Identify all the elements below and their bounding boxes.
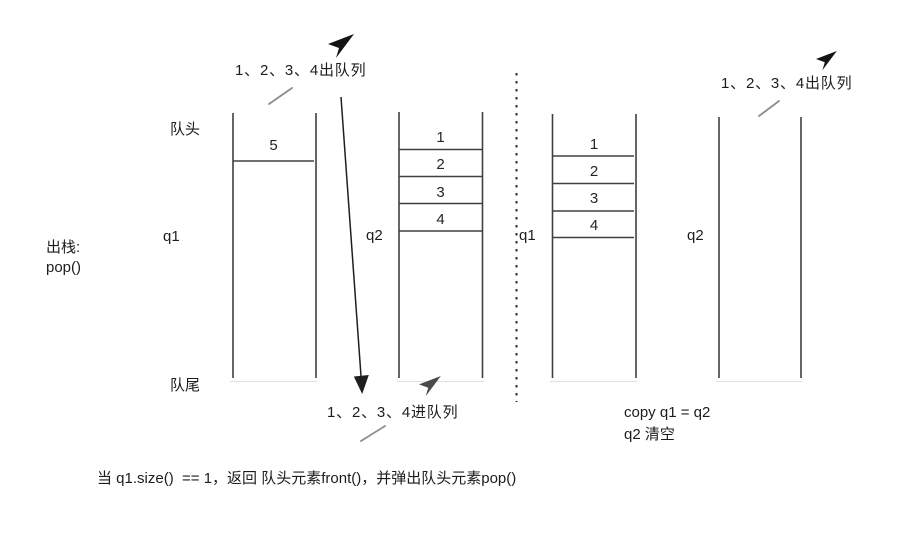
left-q2-cell-0: 1 — [436, 129, 445, 146]
dequeue-caption-left: 1、2、3、4出队列 — [235, 62, 367, 79]
left-q1-cell-0: 5 — [269, 137, 278, 154]
right-q2-outline — [718, 117, 802, 378]
transfer-arrow — [340, 96, 369, 394]
annotation-slashes — [268, 87, 780, 442]
cursor-icon-left-bottom — [419, 376, 441, 397]
left-q2-outline — [398, 112, 484, 378]
right-q1-outline — [551, 114, 637, 378]
copy-note-line1: copy q1 = q2 — [624, 404, 711, 421]
queue-tail-label: 队尾 — [170, 377, 201, 394]
left-q1-label: q1 — [163, 228, 180, 245]
right-q1-cell-1: 2 — [589, 163, 599, 180]
right-q1-label: q1 — [519, 227, 536, 244]
footer-note: 当 q1.size() == 1，返回 队头元素front()，并弹出队头元素p… — [97, 470, 517, 487]
left-q2-label: q2 — [366, 227, 383, 244]
queue-head-label: 队头 — [170, 121, 201, 138]
pop-operation-label-line2: pop() — [46, 259, 82, 276]
pop-operation-label-line1: 出栈: — [46, 239, 81, 256]
annotation-slash-left-bottom — [360, 425, 386, 442]
cursor-icon-right-top — [816, 51, 837, 71]
right-q1-cell-2: 3 — [589, 190, 599, 207]
left-q2-cell-3: 4 — [436, 211, 445, 228]
annotation-slash-left-top — [268, 87, 293, 105]
dequeue-caption-right: 1、2、3、4出队列 — [721, 75, 853, 92]
annotation-slash-right-top — [758, 100, 780, 117]
copy-note-line2: q2 清空 — [624, 426, 675, 443]
right-q1-cell-0: 1 — [589, 136, 599, 153]
right-q2-label: q2 — [687, 227, 704, 244]
enqueue-caption-left: 1、2、3、4进队列 — [327, 404, 459, 421]
left-q2-cell-2: 3 — [436, 184, 445, 201]
left-q2-cell-1: 2 — [436, 156, 445, 173]
left-q1-outline — [232, 113, 317, 378]
cursor-icon-left-top — [328, 34, 354, 58]
right-q1-cell-3: 4 — [589, 217, 599, 234]
